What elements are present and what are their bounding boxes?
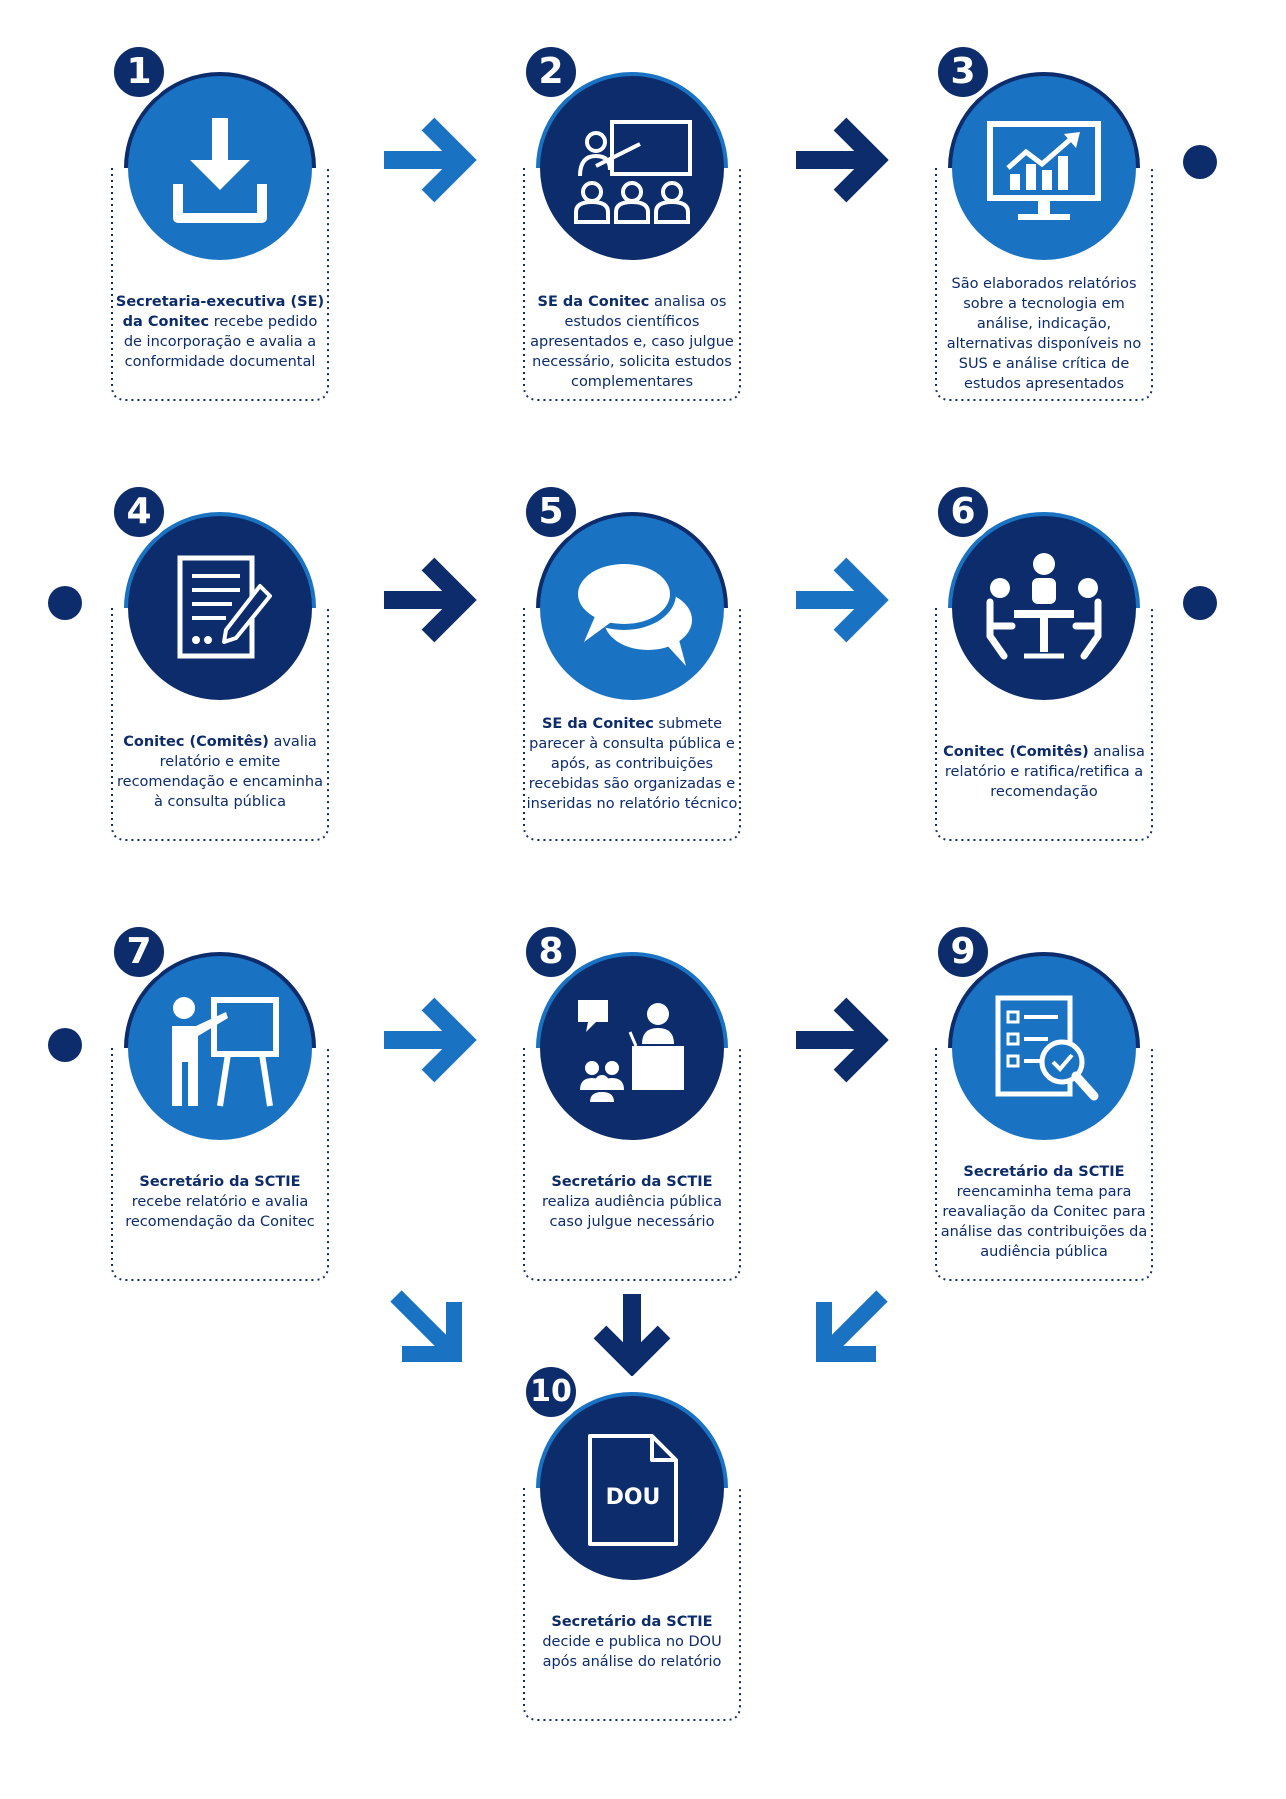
- step-3-icon-circle: [952, 76, 1136, 260]
- step-9-card: 9 Secretário da SCTIE reencaminha tema p…: [932, 922, 1156, 1296]
- step-8-actor: Secretário da SCTIE: [551, 1174, 713, 1190]
- arrow-right-5-6: [796, 557, 889, 643]
- step-7-action: recebe relatório e avalia recomendação d…: [125, 1194, 315, 1230]
- checklist-magnifier-icon: [995, 995, 1099, 1101]
- arrow-down: [593, 1294, 671, 1376]
- step-4-actor: Conitec (Comitês): [123, 734, 269, 750]
- step-3-number: 3: [933, 42, 993, 102]
- step-1-description: Secretaria-executiva (SE) da Conitec rec…: [114, 292, 326, 372]
- step-2-icon-circle: [540, 76, 724, 260]
- step-9-action: reencaminha tema para reavaliação da Con…: [940, 1184, 1148, 1260]
- step-7-description: Secretário da SCTIE recebe relatório e a…: [114, 1172, 326, 1232]
- step-7-actor: Secretário da SCTIE: [139, 1174, 301, 1190]
- step-8-card: 8 Secretário da SCTIE realiza audiência …: [520, 922, 744, 1296]
- step-2-description: SE da Conitec analisa os estudos científ…: [526, 292, 738, 392]
- arrow-diagonal-down-left: [816, 1290, 888, 1362]
- step-5-actor: SE da Conitec: [541, 716, 654, 732]
- step-4-action: avalia relatório e emite recomendação e …: [117, 734, 323, 810]
- step-8-description: Secretário da SCTIE realiza audiência pú…: [526, 1172, 738, 1232]
- step-7-icon-circle: [128, 956, 312, 1140]
- step-5-action: submete parecer à consulta pública e apó…: [526, 716, 738, 812]
- chat-bubbles-icon: [572, 558, 692, 666]
- dou-document-icon: DOU: [588, 1434, 678, 1546]
- step-9-actor: Secretário da SCTIE: [963, 1164, 1125, 1180]
- arrow-right-1-2: [384, 117, 477, 203]
- step-1-action: recebe pedido de incorporação e avalia a…: [123, 314, 318, 370]
- step-10-number: 10: [521, 1362, 581, 1422]
- arrow-right-8-9: [796, 997, 889, 1083]
- connector-dot-row2-right: [1183, 586, 1217, 620]
- step-8-icon-circle: [540, 956, 724, 1140]
- monitor-chart-icon: [987, 121, 1101, 220]
- step-10-icon-circle: DOU: [540, 1396, 724, 1580]
- step-9-icon-circle: [952, 956, 1136, 1140]
- step-8-number: 8: [521, 922, 581, 982]
- step-4-description: Conitec (Comitês) avalia relatório e emi…: [114, 732, 326, 812]
- step-6-action: analisa relatório e ratifica/retifica a …: [944, 744, 1145, 800]
- step-10-actor: Secretário da SCTIE: [551, 1614, 713, 1630]
- step-2-action: analisa os estudos científicos apresenta…: [530, 294, 734, 390]
- step-1-icon-circle: [128, 76, 312, 260]
- step-1-number: 1: [109, 42, 169, 102]
- step-9-description: Secretário da SCTIE reencaminha tema par…: [938, 1162, 1150, 1262]
- dou-label: DOU: [606, 1485, 661, 1510]
- step-5-description: SE da Conitec submete parecer à consulta…: [526, 714, 738, 814]
- step-6-actor: Conitec (Comitês): [943, 744, 1089, 760]
- step-8-action: realiza audiência pública caso julgue ne…: [541, 1194, 723, 1230]
- connector-dot-row1-right: [1183, 145, 1217, 179]
- step-6-description: Conitec (Comitês) analisa relatório e ra…: [938, 742, 1150, 802]
- step-2-actor: SE da Conitec: [537, 294, 650, 310]
- step-9-number: 9: [933, 922, 993, 982]
- step-2-number: 2: [521, 42, 581, 102]
- step-3-description: São elaborados relatórios sobre a tecnol…: [938, 274, 1150, 394]
- step-10-card: DOU 10 Secretário da SCTIE decide e publ…: [520, 1362, 744, 1736]
- step-6-number: 6: [933, 482, 993, 542]
- step-2-card: 2 SE da Conitec analisa os estudos cient…: [520, 42, 744, 416]
- step-3-action: São elaborados relatórios sobre a tecnol…: [946, 276, 1142, 392]
- arrow-diagonal-down-right: [390, 1290, 462, 1362]
- step-4-icon-circle: [128, 516, 312, 700]
- step-6-card: 6 Conitec (Comitês) analisa relatório e …: [932, 482, 1156, 856]
- download-icon: [173, 118, 267, 223]
- step-7-card: 7 Secretário da SCTIE recebe relatório e…: [108, 922, 332, 1296]
- arrow-right-2-3: [796, 117, 889, 203]
- document-pen-icon: [177, 555, 272, 659]
- step-10-action: decide e publica no DOU após análise do …: [542, 1634, 722, 1670]
- arrow-right-4-5: [384, 557, 477, 643]
- step-5-number: 5: [521, 482, 581, 542]
- step-10-description: Secretário da SCTIE decide e publica no …: [526, 1612, 738, 1672]
- step-6-icon-circle: [952, 516, 1136, 700]
- step-5-card: 5 SE da Conitec submete parecer à consul…: [520, 482, 744, 856]
- step-4-card: 4 Conitec (Comitês) avalia relatório e e…: [108, 482, 332, 856]
- presentation-audience-icon: [574, 120, 692, 224]
- presenter-board-icon: [172, 997, 279, 1107]
- connector-dot-row2-left: [48, 586, 82, 620]
- step-7-number: 7: [109, 922, 169, 982]
- public-hearing-icon: [578, 1000, 684, 1102]
- step-3-card: 3 São elaborados relatórios sobre a tecn…: [932, 42, 1156, 416]
- step-5-icon-circle: [540, 516, 724, 700]
- step-4-number: 4: [109, 482, 169, 542]
- connector-dot-row3-left: [48, 1028, 82, 1062]
- step-1-card: 1 Secretaria-executiva (SE) da Conitec r…: [108, 42, 332, 416]
- meeting-table-icon: [986, 553, 1102, 660]
- arrow-right-7-8: [384, 997, 477, 1083]
- step-1-actor: Secretaria-executiva (SE) da Conitec: [115, 294, 325, 330]
